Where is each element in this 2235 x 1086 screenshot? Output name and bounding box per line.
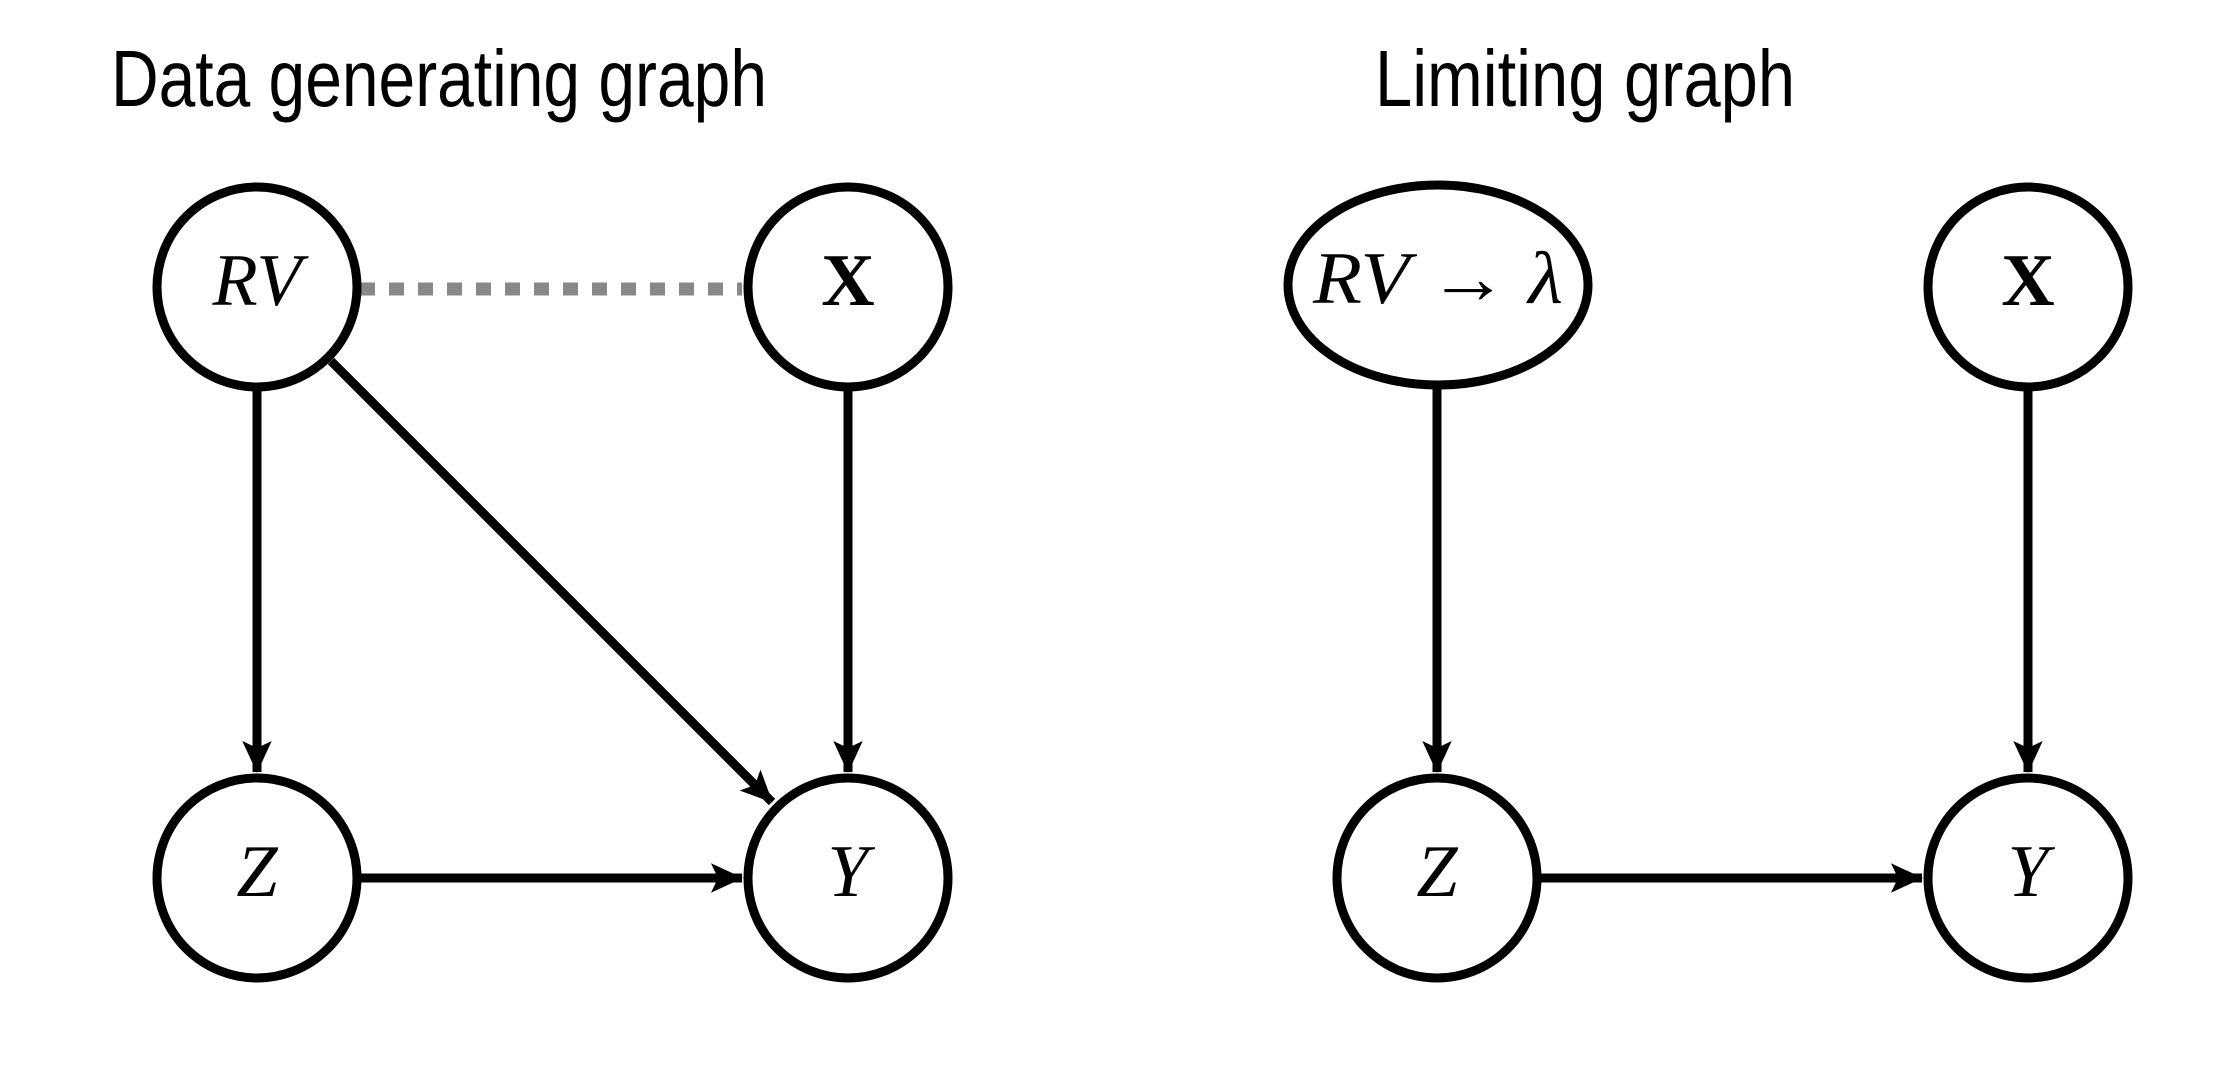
node-x-circle-left bbox=[743, 182, 953, 392]
node-z-label-left: Z bbox=[236, 831, 278, 913]
left-graph-title: Data generating graph bbox=[111, 34, 767, 123]
node-y-label-right: Y bbox=[2007, 831, 2055, 913]
right-graph: Limiting graph RV → λ X Z Y bbox=[1283, 34, 2133, 983]
node-x-circle-right bbox=[1923, 182, 2133, 392]
node-y-circle-right bbox=[1923, 773, 2133, 983]
left-graph: Data generating graph RV X Z Y bbox=[111, 34, 953, 983]
right-graph-title: Limiting graph bbox=[1375, 34, 1795, 123]
node-rv-circle bbox=[152, 182, 362, 392]
node-y-label-left: Y bbox=[827, 831, 875, 913]
node-z-circle-left bbox=[152, 773, 362, 983]
node-x-label-right: X bbox=[2001, 240, 2054, 322]
edge-rv-to-y bbox=[327, 357, 776, 806]
node-rv-lambda-label: RV → λ bbox=[1312, 238, 1563, 320]
node-x-label-left: X bbox=[821, 240, 874, 322]
node-rv-label: RV bbox=[211, 240, 309, 322]
node-y-circle-left bbox=[743, 773, 953, 983]
node-z-circle-right bbox=[1332, 773, 1542, 983]
node-rv-lambda-ellipse bbox=[1283, 180, 1593, 390]
node-z-label-right: Z bbox=[1416, 831, 1458, 913]
